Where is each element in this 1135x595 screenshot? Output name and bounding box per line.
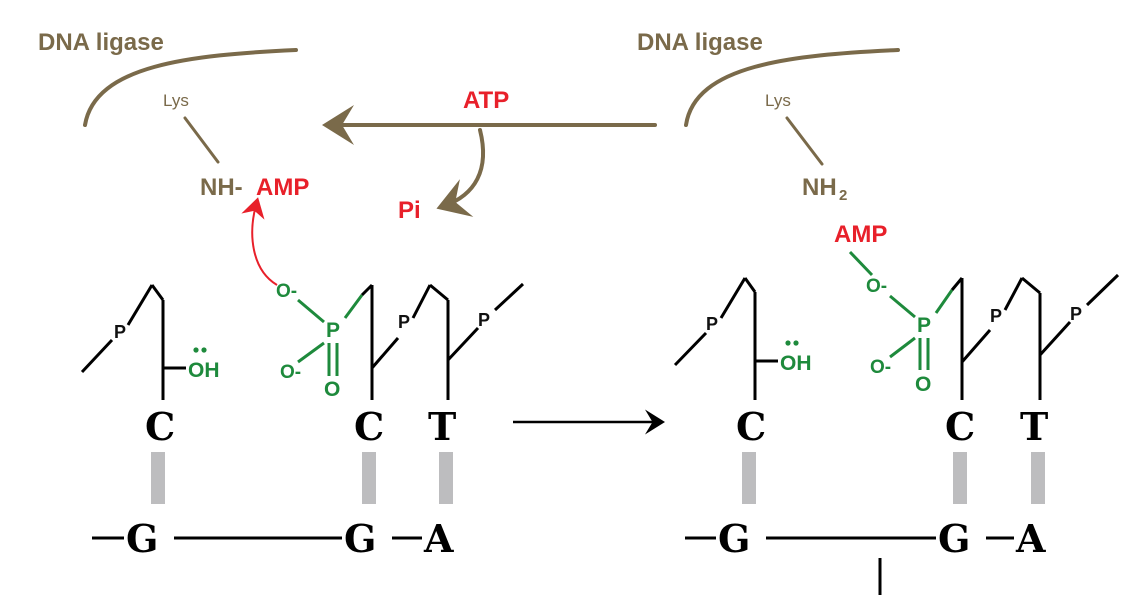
left-backbone-segment [360, 283, 374, 297]
left-backbone-segment [150, 284, 165, 301]
right-backbone-segment [1003, 277, 1024, 311]
left-phosphate-bond [297, 298, 325, 324]
right-phosphate-bond [889, 294, 916, 319]
left-lone-pair-dot [201, 347, 207, 353]
left-enzyme-surface [83, 48, 298, 127]
right-backbone-p2: P [990, 306, 1002, 326]
left-hydroxyl-label: OH [188, 359, 220, 382]
right-top-base-2: C [945, 404, 975, 449]
left-o-minus-top: O- [276, 281, 297, 302]
left-phosphate-p: P [326, 319, 340, 342]
right-o-double: O [915, 373, 931, 396]
right-backbone-segment [960, 329, 992, 363]
right-base-pair-bar [953, 452, 967, 504]
left-phosphate-bond [343, 294, 364, 319]
left-top-base-1: C [145, 404, 175, 449]
right-backbone-p1: P [706, 314, 718, 334]
right-hydroxyl-label: OH [780, 352, 812, 375]
left-backbone-segment [370, 337, 400, 369]
left-backbone-segment [493, 282, 525, 312]
left-base-pair-bar [362, 452, 376, 504]
atp-label: ATP [463, 87, 509, 114]
right-bottom-base-2: G [938, 516, 970, 561]
right-nh2-subscript: 2 [839, 187, 847, 204]
left-bottom-base-3: A [423, 516, 454, 561]
right-backbone-segment [1021, 276, 1041, 295]
right-phosphate-bond [934, 289, 954, 314]
right-o-minus-bottom: O- [870, 357, 891, 378]
left-enzyme-label: DNA ligase [38, 29, 164, 56]
right-lys-bond [785, 116, 824, 166]
left-nh-label: NH- [200, 174, 243, 201]
pi-release-arrow [436, 128, 486, 217]
left-base-pair-bar [151, 452, 165, 504]
left-lone-pair-dot [193, 347, 199, 353]
left-phosphate-bond [297, 341, 325, 364]
right-backbone-p3: P [1070, 304, 1082, 324]
right-backbone-segment [743, 277, 757, 293]
right-backbone-segment [719, 277, 747, 319]
right-lone-pair-dot [785, 340, 791, 346]
left-base-pair-bar [439, 452, 453, 504]
right-top-base-3: T [1020, 404, 1048, 449]
right-nh2-label: NH [802, 174, 837, 201]
left-lys-bond [183, 116, 220, 164]
right-top-base-1: C [736, 404, 766, 449]
left-backbone-p1: P [114, 322, 126, 342]
right-base-pair-bar [1031, 452, 1045, 504]
left-backbone-p3: P [478, 310, 490, 330]
left-top-base-3: T [428, 404, 456, 449]
left-bottom-base-2: G [344, 516, 376, 561]
left-lys-label: Lys [163, 91, 189, 110]
left-bottom-base-1: G [126, 516, 158, 561]
right-base-pair-bar [742, 452, 756, 504]
left-top-base-2: C [354, 404, 384, 449]
right-bottom-base-3: A [1015, 516, 1046, 561]
right-amp-label: AMP [834, 221, 887, 248]
left-backbone-p2: P [398, 312, 410, 332]
right-phosphate-bond [889, 336, 916, 359]
pi-label: Pi [398, 197, 421, 224]
right-amp-bond [848, 250, 874, 277]
right-backbone-segment [1085, 273, 1120, 307]
left-backbone-segment [446, 326, 480, 362]
right-backbone-segment [1038, 320, 1072, 357]
right-lone-pair-dot [793, 340, 799, 346]
right-enzyme-surface [684, 48, 900, 127]
left-attack-arrow [241, 197, 278, 286]
right-enzyme-label: DNA ligase [637, 29, 763, 56]
left-backbone-segment [429, 283, 449, 302]
right-backbone-segment [673, 331, 708, 367]
right-backbone-segment [950, 277, 964, 291]
left-backbone-segment [126, 284, 154, 326]
right-o-minus-top: O- [866, 276, 887, 297]
left-o-minus-bottom: O- [280, 362, 301, 383]
left-o-double: O [324, 378, 340, 401]
left-backbone-segment [80, 338, 114, 374]
right-phosphate-p: P [917, 314, 931, 337]
left-amp-label: AMP [256, 174, 309, 201]
right-bottom-base-1: G [718, 516, 750, 561]
right-lys-label: Lys [765, 91, 791, 110]
left-backbone-segment [411, 284, 432, 319]
